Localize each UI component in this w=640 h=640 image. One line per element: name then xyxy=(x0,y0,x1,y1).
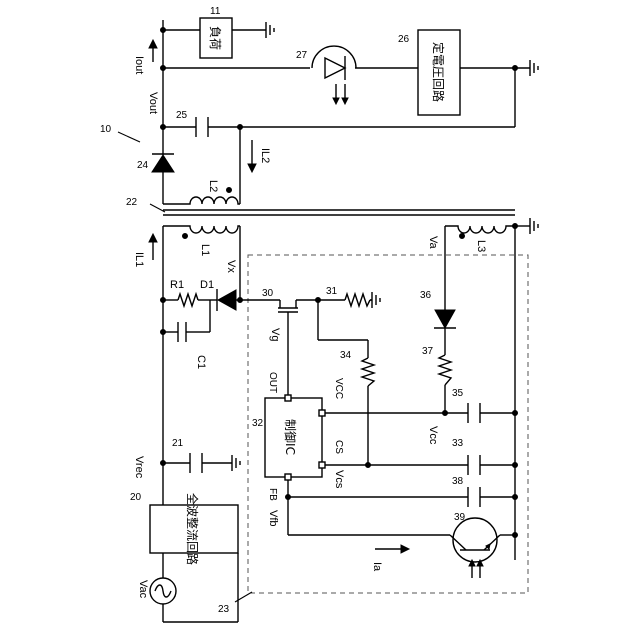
label-R1: R1 xyxy=(170,279,184,291)
load-label: 負荷 xyxy=(208,26,222,50)
diode-24 xyxy=(152,148,174,180)
label-vg: Vg xyxy=(269,328,281,341)
resistor-R1 xyxy=(178,294,198,306)
pin-cs: CS xyxy=(333,440,344,454)
ref-26: 26 xyxy=(398,34,410,45)
label-L3: L3 xyxy=(475,240,487,252)
label-vcs: Vcs xyxy=(333,470,345,489)
arrow-il1 xyxy=(149,234,157,260)
ref-37: 37 xyxy=(422,346,434,357)
label-vx: Vx xyxy=(225,260,237,273)
control-ic-label: 制御IC xyxy=(283,419,298,455)
ground-symbol-secondary xyxy=(530,60,538,76)
pin-vcc: VCC xyxy=(333,378,344,399)
inductor-L1 xyxy=(163,226,240,239)
mosfet-30 xyxy=(278,300,298,312)
ref-34: 34 xyxy=(340,350,352,361)
capacitor-25 xyxy=(196,117,208,137)
label-D1: D1 xyxy=(200,279,214,291)
resistor-31 xyxy=(345,294,370,306)
resistor-37 xyxy=(439,355,451,385)
diode-D1 xyxy=(212,289,236,311)
inductor-L3 xyxy=(445,226,515,239)
arrow-ia xyxy=(375,545,409,553)
inductor-L2 xyxy=(163,188,240,205)
arrow-il2 xyxy=(248,140,256,172)
constant-voltage-label: 定電圧回路 xyxy=(431,42,446,102)
ref-10: 10 xyxy=(100,124,112,135)
ref-39: 39 xyxy=(454,512,466,523)
label-vout: Vout xyxy=(147,92,159,114)
resistor-34 xyxy=(362,358,374,386)
ref-23: 23 xyxy=(218,604,230,615)
ref-11: 11 xyxy=(210,6,221,17)
pin-out: OUT xyxy=(267,372,278,393)
transformer-core xyxy=(163,210,515,215)
phototransistor-39 xyxy=(450,518,500,578)
ref-24: 24 xyxy=(137,160,149,171)
label-va: Va xyxy=(427,236,439,250)
label-vfb: Vfb xyxy=(267,510,279,527)
label-vac: Vac xyxy=(137,580,149,599)
led-27 xyxy=(312,46,356,104)
label-il2: IL2 xyxy=(259,148,271,163)
label-vrec: Vrec xyxy=(133,456,145,479)
rectifier-label: 全波整流回路 xyxy=(185,493,200,565)
leader-10 xyxy=(118,132,140,142)
ref-21: 21 xyxy=(172,438,184,449)
capacitor-38 xyxy=(468,487,480,507)
leader-22 xyxy=(150,204,165,212)
label-vcc: Vcc xyxy=(427,426,439,445)
ref-31: 31 xyxy=(326,286,338,297)
label-il1: IL1 xyxy=(133,252,145,267)
capacitor-C1 xyxy=(178,322,198,342)
ref-25: 25 xyxy=(176,110,188,121)
diode-36 xyxy=(434,300,456,328)
ref-33: 33 xyxy=(452,438,464,449)
ref-22: 22 xyxy=(126,197,138,208)
ac-source xyxy=(150,578,176,604)
capacitor-21 xyxy=(190,453,202,473)
ref-32: 32 xyxy=(252,418,264,429)
ref-36: 36 xyxy=(420,290,432,301)
pin-fb: FB xyxy=(267,488,278,501)
label-L2: L2 xyxy=(207,180,219,192)
ref-27: 27 xyxy=(296,50,308,61)
ground-symbol-load xyxy=(232,22,274,38)
ground-symbol-c21 xyxy=(232,455,240,471)
arrow-iout xyxy=(149,40,157,62)
ground-symbol-r31 xyxy=(372,292,380,308)
label-L1: L1 xyxy=(199,244,211,256)
ref-30: 30 xyxy=(262,288,274,299)
ref-35: 35 xyxy=(452,388,464,399)
capacitor-35 xyxy=(468,403,480,423)
label-ia: Ia xyxy=(371,562,383,572)
capacitor-33 xyxy=(468,455,480,475)
ref-20: 20 xyxy=(130,492,142,503)
ground-symbol-primary xyxy=(530,218,538,234)
label-C1: C1 xyxy=(195,355,207,369)
label-iout: Iout xyxy=(133,56,145,74)
ref-38: 38 xyxy=(452,476,464,487)
